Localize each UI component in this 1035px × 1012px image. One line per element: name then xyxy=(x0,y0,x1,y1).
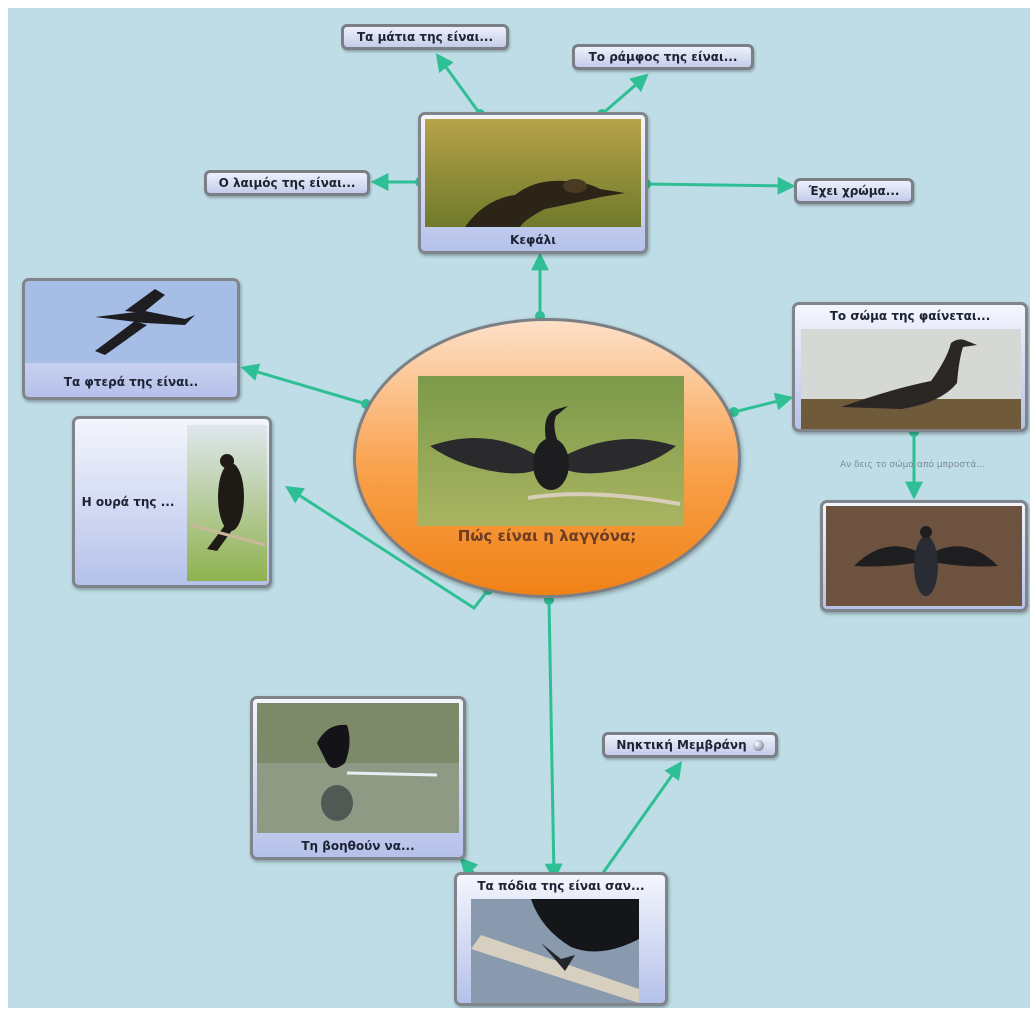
link-center-wings xyxy=(240,363,367,406)
card-feet-caption: Τα πόδια της είναι σαν... xyxy=(477,879,645,893)
tag-webbing[interactable]: Νηκτική Μεμβράνη xyxy=(602,732,778,758)
card-head[interactable]: Κεφάλι xyxy=(418,112,648,254)
tag-webbing-label: Νηκτική Μεμβράνη xyxy=(616,738,747,752)
card-helped-caption: Τη βοηθούν να... xyxy=(301,839,415,853)
link-feet-webbing xyxy=(596,761,683,881)
card-body-caption: Το σώμα της φαίνεται... xyxy=(829,309,991,323)
body-back-note: Αν δεις το σώμα από μπροστά... xyxy=(840,460,985,470)
cormorant-spreading-wings-photo xyxy=(418,376,684,526)
tag-eyes[interactable]: Τα μάτια της είναι... xyxy=(341,24,509,50)
mind-map-canvas: Τα μάτια της είναι... Το ράμφος της είνα… xyxy=(8,8,1030,1008)
link-head-color xyxy=(645,176,796,195)
card-tail-caption: Η ουρά της ... xyxy=(81,495,175,509)
cormorant-perched-photo xyxy=(187,425,267,581)
cormorant-back-wings-photo xyxy=(826,506,1022,606)
tag-beak[interactable]: Το ράμφος της είναι... xyxy=(572,44,754,70)
cormorant-on-rock-photo xyxy=(801,329,1021,429)
center-caption: Πώς είναι η λαγγόνα; xyxy=(457,527,637,545)
card-tail[interactable]: Η ουρά της ... xyxy=(72,416,272,588)
card-helped[interactable]: Τη βοηθούν να... xyxy=(250,696,466,860)
card-head-caption: Κεφάλι xyxy=(510,233,556,247)
globe-icon xyxy=(752,739,764,751)
center-node[interactable]: Πώς είναι η λαγγόνα; xyxy=(353,318,741,598)
card-wings-caption: Τα φτερά της είναι.. xyxy=(63,375,199,389)
link-center-body xyxy=(733,392,794,414)
tag-neck[interactable]: Ο λαιμός της είναι... xyxy=(204,170,370,196)
link-head-eyes xyxy=(435,53,482,115)
cormorant-taking-off-water-photo xyxy=(257,703,459,833)
card-body[interactable]: Το σώμα της φαίνεται... xyxy=(792,302,1028,432)
tag-color[interactable]: Έχει χρώμα... xyxy=(794,178,914,204)
link-head-beak xyxy=(601,73,649,116)
link-center-feet xyxy=(544,599,563,882)
card-body-back[interactable] xyxy=(820,500,1028,612)
cormorant-head-photo xyxy=(425,119,641,227)
card-feet[interactable]: Τα πόδια της είναι σαν... xyxy=(454,872,668,1006)
cormorant-feet-photo xyxy=(471,899,639,1003)
card-wings[interactable]: Τα φτερά της είναι.. xyxy=(22,278,240,400)
cormorant-flying-photo xyxy=(25,281,237,363)
link-center-tail xyxy=(284,486,490,611)
